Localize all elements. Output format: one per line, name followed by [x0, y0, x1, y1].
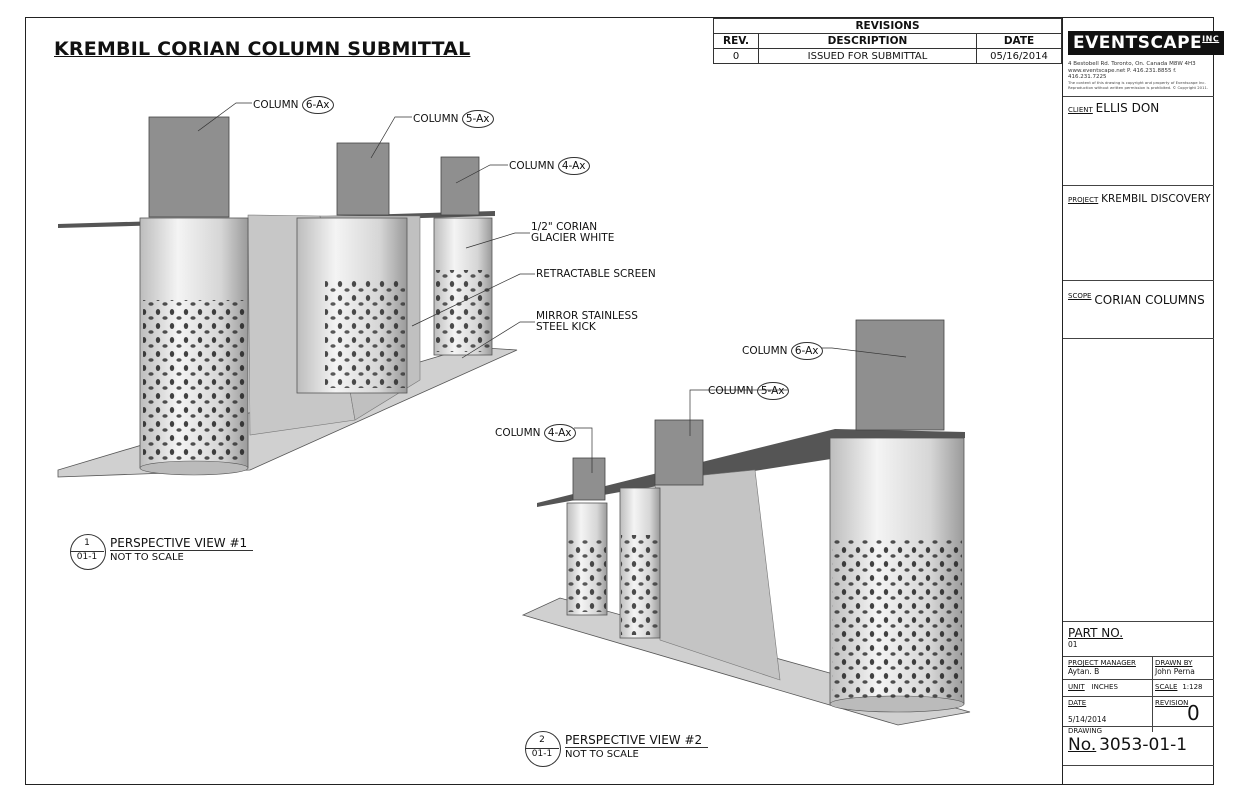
date-cell: 05/16/2014: [976, 48, 1062, 64]
number-label: No.: [1068, 735, 1097, 755]
revision-label: REVISION: [1155, 699, 1189, 707]
project-label: PROJECT: [1068, 196, 1099, 204]
pm-label: PROJECT MANAGER: [1068, 659, 1136, 667]
drawing-title: KREMBIL CORIAN COLUMN SUBMITTAL: [54, 38, 471, 60]
callout-column-4ax: COLUMN 4-Ax: [509, 157, 590, 175]
part-value: 01: [1068, 640, 1078, 649]
callout-corian-line1: 1/2" CORIAN: [531, 221, 598, 233]
eventscape-logo: EVENTSCAPEINC: [1068, 31, 1225, 55]
callout-kick-line1: MIRROR STAINLESS: [536, 310, 638, 322]
view-title: PERSPECTIVE VIEW #2: [565, 733, 709, 748]
date-field: DATE 5/14/2014: [1068, 699, 1106, 724]
callout-column-4ax: COLUMN 4-Ax: [495, 424, 576, 442]
column-tag-bubble: 5-Ax: [461, 110, 494, 128]
callout-retractable-screen: RETRACTABLE SCREEN: [536, 268, 656, 280]
callout-column-5ax: COLUMN 5-Ax: [413, 110, 494, 128]
callout-label: COLUMN: [253, 99, 299, 111]
callout-label: COLUMN: [413, 113, 459, 125]
callout-column-6ax: COLUMN 6-Ax: [742, 342, 823, 360]
unit-label: UNIT: [1068, 683, 1085, 691]
callout-column-5ax: COLUMN 5-Ax: [708, 382, 789, 400]
project-field: PROJECT KREMBIL DISCOVERY: [1068, 193, 1211, 205]
company-address: 4 Bestobell Rd. Toronto, On. Canada M8W …: [1068, 61, 1196, 80]
callout-stainless-kick: MIRROR STAINLESS STEEL KICK: [536, 311, 638, 333]
drawn-by-field: DRAWN BY John Perna: [1155, 659, 1195, 676]
client-field: CLIENT ELLIS DON: [1068, 101, 1159, 115]
view-sheet-ref: 01-1: [531, 749, 553, 759]
drawing-number: 3053-01-1: [1099, 735, 1188, 755]
drawn-by-value: John Perna: [1155, 667, 1195, 676]
client-label: CLIENT: [1068, 106, 1093, 114]
rev-cell: 0: [713, 48, 759, 64]
table-row: 0 ISSUED FOR SUBMITTAL 05/16/2014: [713, 48, 1062, 64]
view-tag-circle: [70, 534, 106, 570]
date-label: DATE: [1068, 699, 1087, 707]
callout-corian-line2: GLACIER WHITE: [531, 232, 615, 244]
view-2-illustration: [521, 319, 971, 726]
callout-label: COLUMN: [742, 345, 788, 357]
unit-value: INCHES: [1091, 683, 1118, 691]
view-title: PERSPECTIVE VIEW #1: [110, 536, 254, 551]
callout-kick-line2: STEEL KICK: [536, 321, 596, 333]
client-value: ELLIS DON: [1095, 101, 1160, 115]
column-tag-bubble: 6-Ax: [790, 342, 823, 360]
date-column-header: DATE: [976, 33, 1062, 49]
callout-corian: 1/2" CORIAN GLACIER WHITE: [531, 222, 614, 244]
drawing-sheet-border: [25, 17, 1214, 785]
title-block: EVENTSCAPEINC 4 Bestobell Rd. Toronto, O…: [1062, 17, 1225, 785]
drawn-by-label: DRAWN BY: [1155, 659, 1193, 667]
callout-label: COLUMN: [708, 385, 754, 397]
perspective-illustrations: [57, 102, 971, 726]
view-1-illustration: [57, 102, 535, 478]
callout-column-6ax: COLUMN 6-Ax: [253, 96, 334, 114]
callout-label: COLUMN: [509, 160, 555, 172]
scope-value: CORIAN COLUMNS: [1094, 293, 1205, 307]
scope-label: SCOPE: [1068, 292, 1092, 300]
project-value: KREMBIL DISCOVERY: [1101, 193, 1211, 205]
revision-field: REVISION: [1155, 699, 1188, 707]
view-sheet-ref: 01-1: [76, 552, 98, 562]
drawing-label: DRAWING: [1068, 727, 1103, 735]
project-manager-field: PROJECT MANAGER Aytan. B: [1068, 659, 1136, 676]
copyright-notice: The content of this drawing is copyright…: [1068, 80, 1209, 90]
scale-field: SCALE 1:128: [1155, 682, 1203, 692]
column-tag-bubble: 6-Ax: [301, 96, 334, 114]
revision-value: 0: [1187, 701, 1200, 725]
scope-field: SCOPE CORIAN COLUMNS: [1068, 287, 1205, 307]
column-tag-bubble: 5-Ax: [756, 382, 789, 400]
view-number: 1: [84, 538, 90, 548]
drawing-number-field: No. 3053-01-1: [1068, 735, 1187, 755]
date-value: 5/14/2014: [1068, 715, 1107, 724]
revisions-table: REVISIONS REV. DESCRIPTION DATE 0 ISSUED…: [713, 18, 1062, 64]
column-tag-bubble: 4-Ax: [543, 424, 576, 442]
part-field: PART NO. 01: [1068, 626, 1123, 649]
view-scale: NOT TO SCALE: [565, 749, 639, 760]
view-number: 2: [539, 735, 545, 745]
unit-field: UNIT INCHES: [1068, 682, 1118, 692]
view-scale: NOT TO SCALE: [110, 552, 184, 563]
description-cell: ISSUED FOR SUBMITTAL: [758, 48, 977, 64]
view-tag-circle: [525, 731, 561, 767]
callout-label: COLUMN: [495, 427, 541, 439]
column-tag-bubble: 4-Ax: [557, 157, 590, 175]
pm-value: Aytan. B: [1068, 667, 1100, 676]
scale-label: SCALE: [1155, 683, 1178, 691]
part-label: PART NO.: [1068, 626, 1124, 640]
scale-value: 1:128: [1182, 683, 1203, 691]
